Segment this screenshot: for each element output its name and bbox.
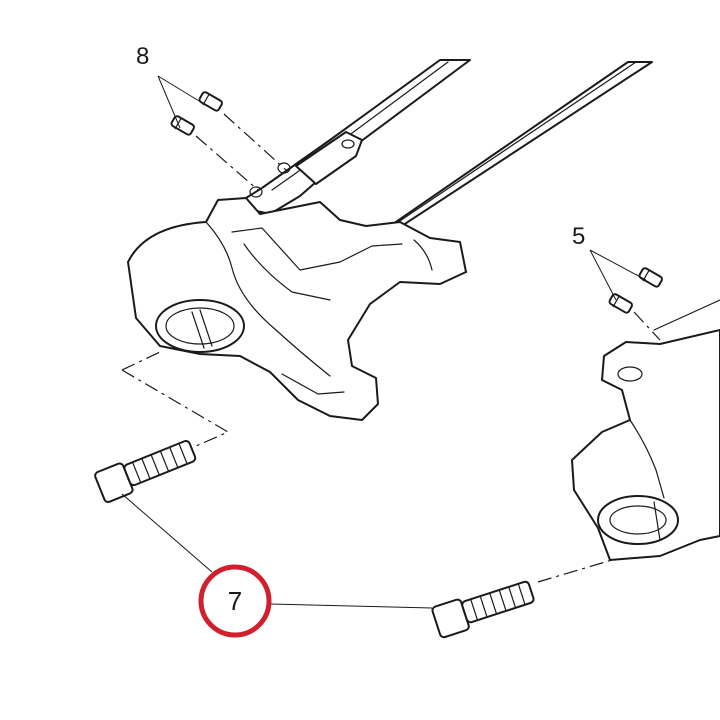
- leader-callout-8: [157, 75, 205, 129]
- lower-right-bracket: [571, 299, 720, 561]
- centerline-bolt-right: [537, 559, 613, 583]
- centerline-bolt-left: [121, 351, 230, 447]
- leader-callout-5: [589, 249, 647, 301]
- centerline-screw-5b: [633, 311, 661, 341]
- callout-label-5: 5: [572, 223, 585, 250]
- bolt-7-left: [94, 439, 197, 503]
- highlight-circle: [198, 564, 272, 638]
- callout-label-7: 7: [228, 586, 242, 616]
- screw-5b: [608, 293, 633, 314]
- screw-8a: [198, 91, 223, 112]
- screw-8b: [170, 115, 195, 136]
- leader-callout-7-right: [269, 603, 433, 609]
- leader-callout-7-left: [121, 493, 213, 573]
- callout-label-8: 8: [136, 43, 149, 70]
- centerline-screw-8b: [195, 135, 259, 191]
- upper-fork-bracket: [127, 59, 653, 421]
- centerline-screw-8a: [223, 113, 287, 171]
- bolt-7-right: [431, 580, 535, 639]
